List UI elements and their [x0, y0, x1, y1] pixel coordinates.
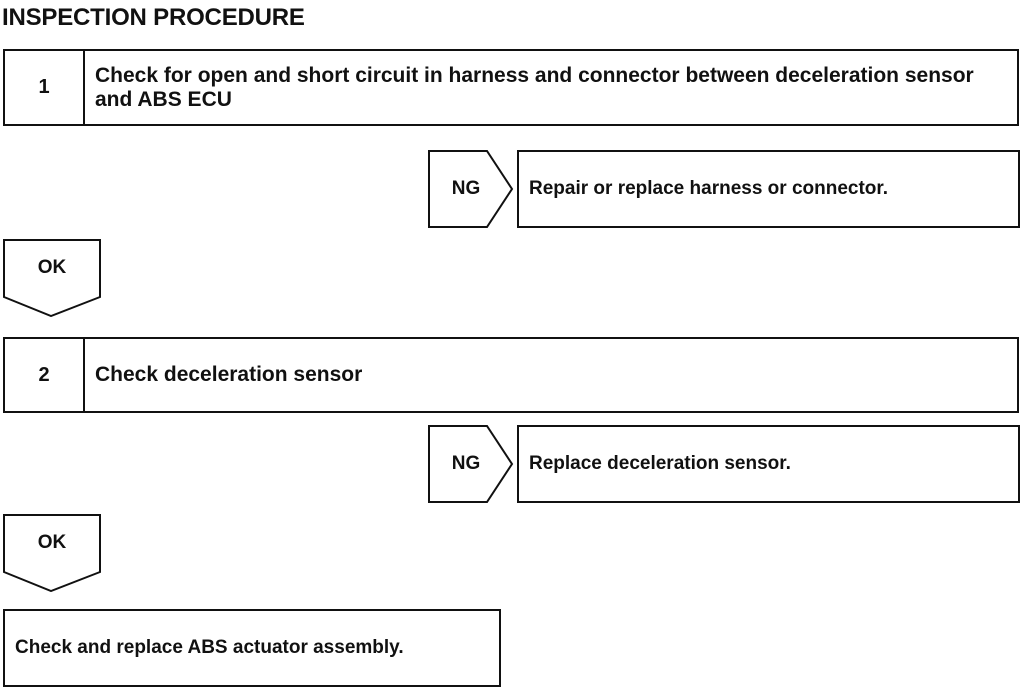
ok-arrow-shape	[3, 514, 101, 592]
final-action-box: Check and replace ABS actuator assembly.	[3, 609, 501, 687]
step-1-ng-label: NG	[451, 178, 481, 199]
step-2-ng-result: Replace deceleration sensor.	[517, 425, 1020, 503]
ok-arrow-shape	[3, 239, 101, 317]
step-1-ng-tag: NG	[428, 150, 514, 228]
step-1-number: 1	[5, 51, 85, 124]
step-2-ng-tag: NG	[428, 425, 514, 503]
ng-arrow-shape	[428, 150, 514, 228]
page-title: INSPECTION PROCEDURE	[2, 4, 305, 31]
step-2-ok-label: OK	[37, 532, 67, 553]
step-1-ok-label: OK	[37, 257, 67, 278]
step-2-ng-label: NG	[451, 453, 481, 474]
step-2-ok-tag: OK	[3, 514, 101, 592]
step-1-ng-result: Repair or replace harness or connector.	[517, 150, 1020, 228]
ng-arrow-shape	[428, 425, 514, 503]
step-1-text: Check for open and short circuit in harn…	[95, 63, 974, 111]
step-1-box: 1 Check for open and short circuit in ha…	[3, 49, 1019, 126]
step-2-text: Check deceleration sensor	[95, 363, 363, 386]
step-1-ok-tag: OK	[3, 239, 101, 317]
step-2-box: 2 Check deceleration sensor	[3, 337, 1019, 413]
step-2-number: 2	[5, 339, 85, 411]
